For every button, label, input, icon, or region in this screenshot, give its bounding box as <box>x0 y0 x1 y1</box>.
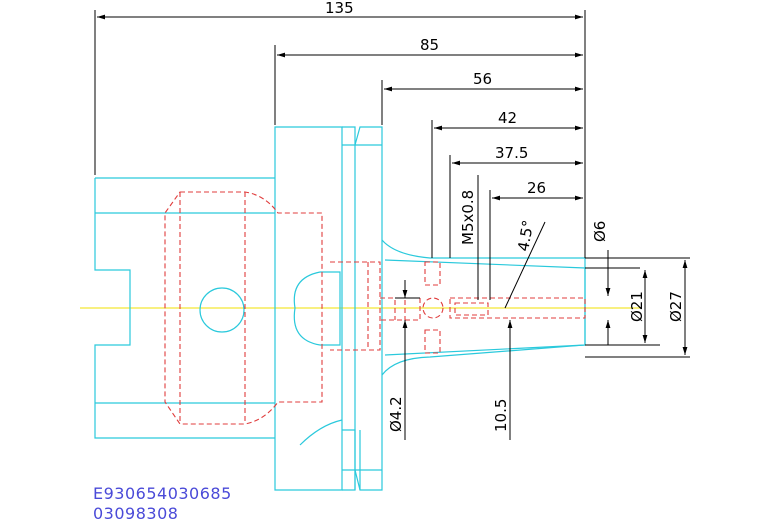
part-number: 03098308 <box>93 504 179 523</box>
part-code: E930654030685 <box>93 484 232 503</box>
dim-phi4-2: Ø4.2 <box>387 396 405 432</box>
dim-42: 42 <box>498 109 517 127</box>
dim-angle: 4.5° <box>514 219 537 253</box>
dim-135: 135 <box>325 0 354 17</box>
dim-56: 56 <box>473 70 492 88</box>
dim-thread: M5x0.8 <box>459 190 477 245</box>
dimension-lines <box>94 10 690 440</box>
hidden-lines <box>164 191 586 425</box>
dim-phi27: Ø27 <box>667 291 685 322</box>
dim-phi21: Ø21 <box>628 291 646 322</box>
dim-10-5: 10.5 <box>492 399 510 432</box>
dim-phi6: Ø6 <box>591 221 609 242</box>
dim-37-5: 37.5 <box>495 144 528 162</box>
dim-85: 85 <box>420 36 439 54</box>
dim-26: 26 <box>527 179 546 197</box>
